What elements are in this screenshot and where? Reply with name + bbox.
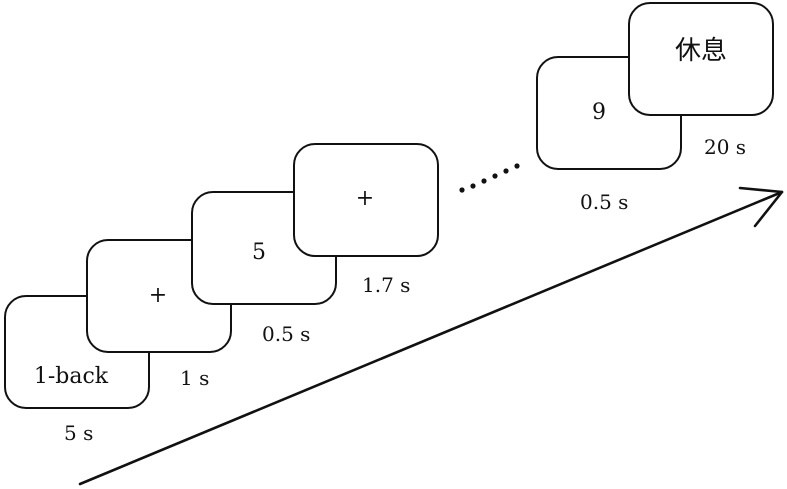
screen-stimulus-3: 5 bbox=[252, 240, 266, 265]
screen-card-6: 休息 bbox=[628, 2, 774, 116]
duration-label-4: 1.7 s bbox=[362, 273, 411, 297]
ellipsis-dot bbox=[492, 173, 498, 179]
screen-stimulus-5: 9 bbox=[592, 100, 606, 125]
screen-stimulus-6: 休息 bbox=[674, 36, 727, 66]
time-arrow-line bbox=[78, 190, 784, 486]
duration-label-3: 0.5 s bbox=[262, 322, 311, 346]
screen-stimulus-2: + bbox=[148, 283, 168, 308]
ellipsis-dot bbox=[459, 187, 465, 193]
screen-stimulus-1: 1-back bbox=[33, 364, 109, 389]
screen-card-4: + bbox=[293, 143, 439, 257]
time-arrow-head bbox=[738, 186, 784, 228]
ellipsis-dot bbox=[503, 168, 509, 174]
duration-label-5: 0.5 s bbox=[580, 190, 629, 214]
ellipsis-dot bbox=[514, 163, 520, 169]
duration-label-2: 1 s bbox=[180, 366, 210, 390]
duration-label-6: 20 s bbox=[704, 135, 747, 159]
duration-label-1: 5 s bbox=[64, 421, 94, 445]
ellipsis-dot bbox=[481, 178, 487, 184]
screen-stimulus-4: + bbox=[355, 185, 375, 211]
ellipsis-dot bbox=[470, 183, 476, 189]
